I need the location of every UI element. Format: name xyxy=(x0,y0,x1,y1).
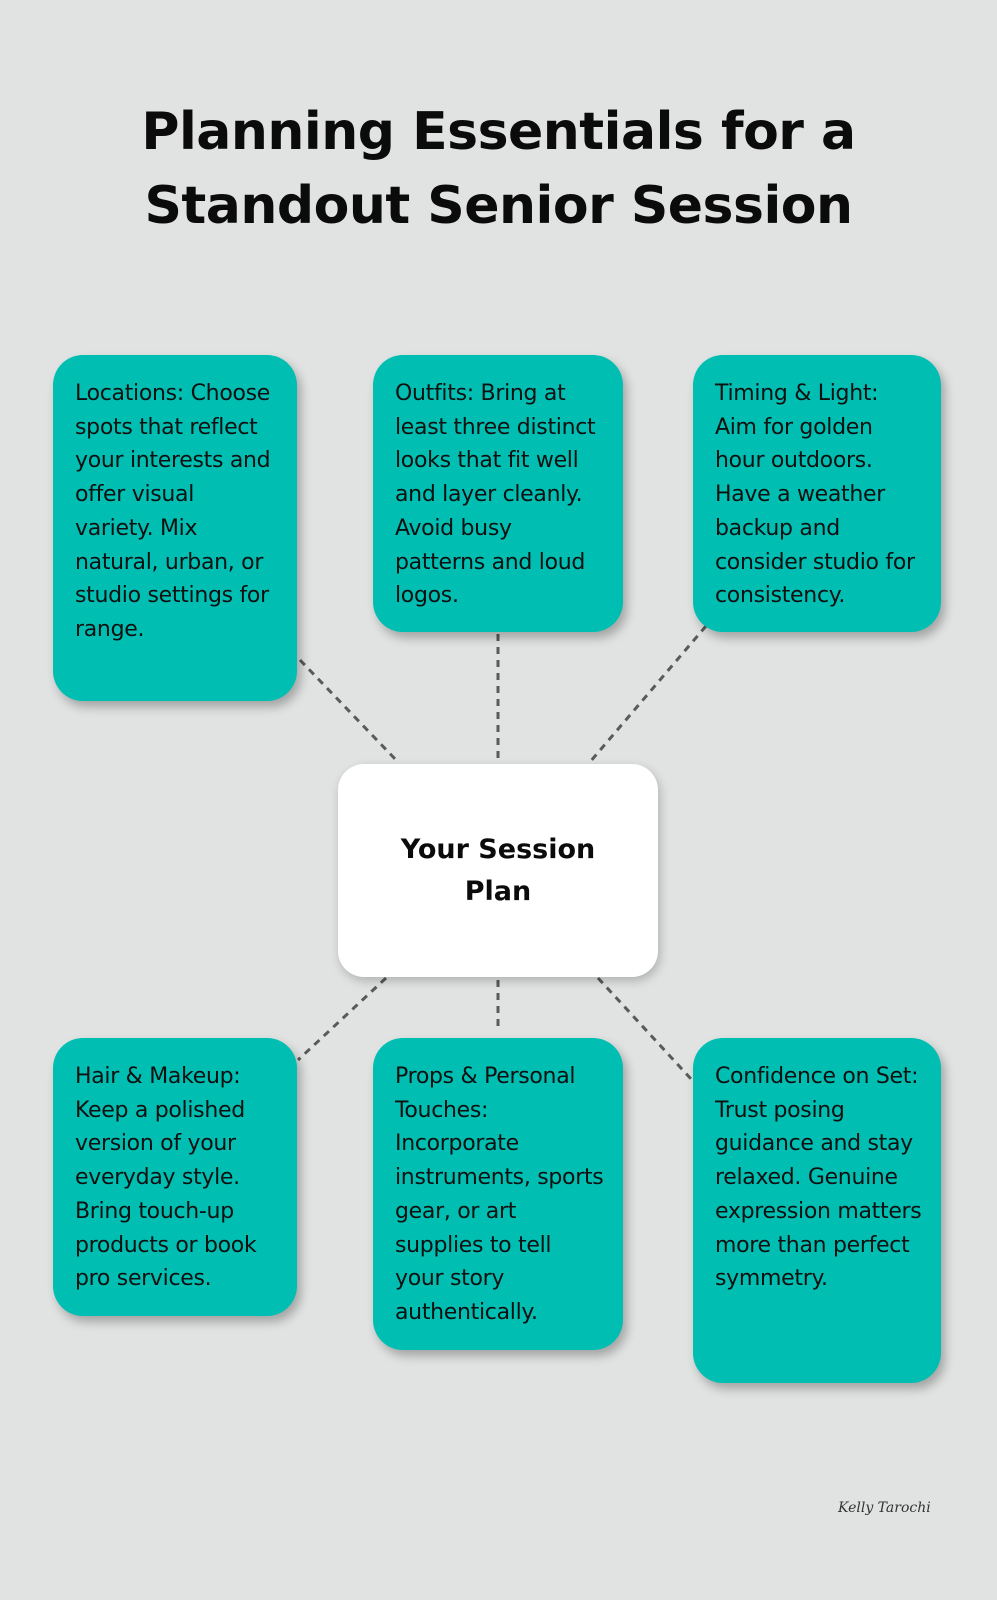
card-locations: Locations: Choose spots that reflect you… xyxy=(53,355,297,701)
connector-hair xyxy=(296,976,388,1062)
connector-timing xyxy=(588,625,708,763)
card-text: Hair & Makeup: Keep a polished version o… xyxy=(75,1064,257,1292)
card-outfits: Outfits: Bring at least three distinct l… xyxy=(373,355,623,632)
card-text: Timing & Light: Aim for golden hour outd… xyxy=(715,381,915,609)
title-line-1: Planning Essentials for a xyxy=(141,102,856,162)
card-text: Locations: Choose spots that reflect you… xyxy=(75,381,271,642)
card-text: Props & Personal Touches: Incorporate in… xyxy=(395,1064,604,1325)
card-confidence: Confidence on Set: Trust posing guidance… xyxy=(693,1038,941,1383)
card-text: Outfits: Bring at least three distinct l… xyxy=(395,381,596,609)
card-text: Confidence on Set: Trust posing guidance… xyxy=(715,1064,922,1292)
center-label: Your Session Plan xyxy=(400,833,596,907)
center-node: Your Session Plan xyxy=(338,764,658,977)
card-hair-makeup: Hair & Makeup: Keep a polished version o… xyxy=(53,1038,297,1316)
card-timing-light: Timing & Light: Aim for golden hour outd… xyxy=(693,355,941,632)
signature-logo: Kelly Tarochi xyxy=(838,1500,931,1516)
card-props: Props & Personal Touches: Incorporate in… xyxy=(373,1038,623,1350)
connector-confidence xyxy=(596,976,694,1082)
page-title: Planning Essentials for a Standout Senio… xyxy=(0,95,997,243)
title-line-2: Standout Senior Session xyxy=(144,176,853,236)
connector-locations xyxy=(298,658,400,764)
